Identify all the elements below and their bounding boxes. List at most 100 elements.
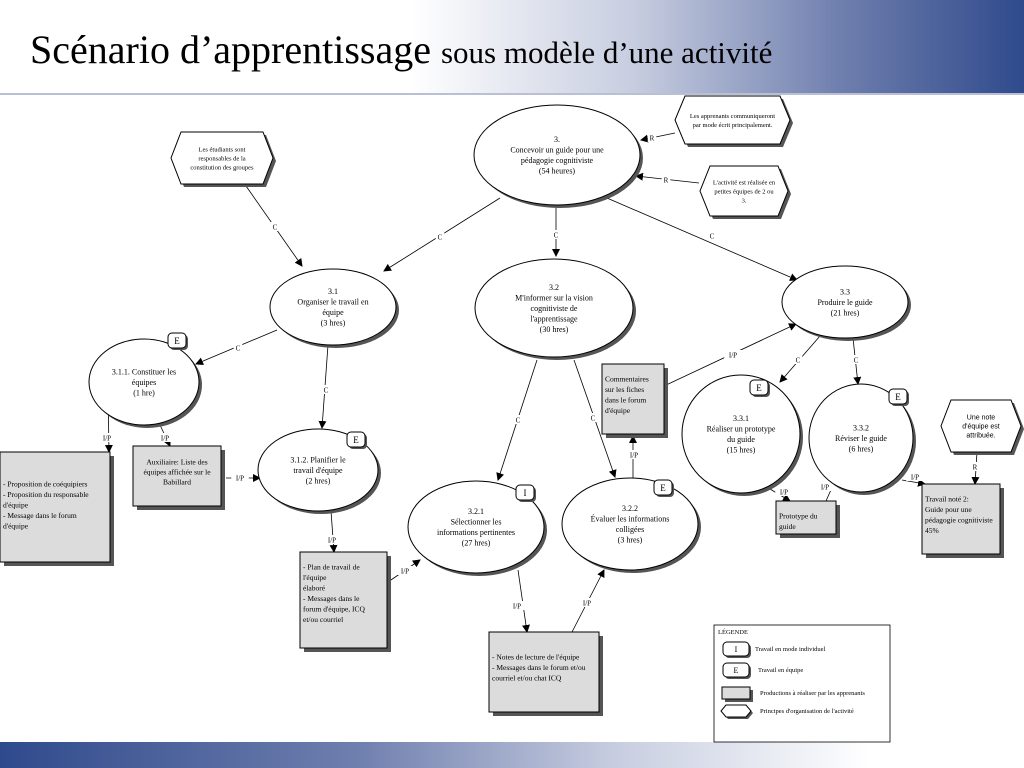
link-label: C — [516, 417, 521, 425]
activity-ellipse — [561, 477, 699, 571]
link-ip-321-notes: I/P — [508, 569, 530, 633]
link-label: I/P — [630, 452, 638, 460]
link-label: I/P — [583, 600, 591, 608]
legend-symbol — [722, 641, 750, 657]
mode-badge-box — [653, 479, 673, 496]
mode-badge-letter: E — [895, 392, 901, 402]
link-c-31-311: C — [195, 329, 278, 365]
link-label: I/P — [328, 537, 336, 545]
link-c-3-33: C — [599, 194, 798, 281]
mode-badge-letter: E — [353, 435, 359, 445]
link-label: C — [324, 387, 329, 395]
link-label: I/P — [236, 475, 244, 483]
production-box — [775, 500, 837, 535]
link-label: I/P — [161, 435, 169, 443]
link-label: I/P — [911, 474, 919, 482]
mode-badge-n332: E — [888, 388, 909, 406]
legend-text: Travail en mode individuel — [755, 646, 826, 653]
activity-ellipse — [407, 480, 545, 574]
legend-title: LÉGENDE — [718, 628, 748, 636]
link-ip-332-final: I/P — [901, 472, 926, 487]
production-box — [488, 631, 600, 713]
link-c-33-331: C — [779, 335, 821, 383]
link-r-comm-3: R — [640, 132, 676, 143]
link-c-3-31: C — [383, 197, 501, 272]
legend-text: Productions à réaliser par les apprenant… — [760, 690, 865, 697]
legend-symbol — [720, 704, 752, 718]
link-line — [640, 132, 676, 143]
production-box — [601, 363, 665, 435]
link-label: I/P — [780, 489, 788, 497]
production-box — [0, 451, 111, 563]
link-c-33-332: C — [851, 337, 862, 385]
page-title: Scénario d’apprentissage sous modèle d’u… — [30, 26, 772, 73]
footer-band — [0, 742, 1024, 768]
link-label: I/P — [401, 568, 409, 576]
mode-badge-box — [346, 431, 366, 448]
link-label: R — [664, 177, 669, 185]
activity-ellipse — [808, 383, 914, 493]
mode-badge-letter: E — [660, 483, 666, 493]
mode-badge-n312: E — [346, 431, 367, 449]
link-ip-322-comments: I/P — [625, 435, 643, 478]
mode-badge-n322: E — [653, 479, 674, 497]
activity-ellipse — [88, 338, 200, 426]
header-band — [0, 0, 1024, 93]
link-label: C — [273, 224, 278, 232]
title-sub: sous modèle d’une activité — [440, 35, 773, 70]
link-ip-notes-322: I/P — [571, 569, 605, 633]
link-c-32-321: C — [496, 359, 538, 481]
production-box — [921, 483, 1001, 555]
mode-badge-letter: I — [524, 488, 527, 498]
legend-item: Principes d'organisation de l'activité — [720, 704, 854, 719]
legend-symbol-letter: E — [734, 666, 739, 675]
link-label: I/P — [729, 352, 737, 360]
link-label: C — [591, 415, 596, 423]
title-main: Scénario d’apprentissage — [30, 27, 431, 72]
link-label: R — [650, 135, 655, 143]
link-label: I/P — [513, 603, 521, 611]
activity-ellipse — [474, 258, 634, 358]
link-c-31-312: C — [318, 344, 331, 429]
link-label: C — [854, 357, 859, 365]
link-c-groups-31: C — [245, 185, 303, 267]
link-label: C — [236, 345, 241, 353]
mode-badge-n321: I — [515, 484, 536, 502]
production-prod_left: - Proposition de coéquipiers- Propositio… — [0, 451, 114, 566]
link-line — [599, 194, 798, 281]
mode-badge-letter: E — [756, 383, 762, 393]
mode-badge-n311: E — [167, 332, 188, 350]
link-ip-312-plan: I/P — [323, 510, 341, 553]
link-label: C — [438, 234, 443, 242]
principle-hexagon — [940, 399, 1022, 453]
